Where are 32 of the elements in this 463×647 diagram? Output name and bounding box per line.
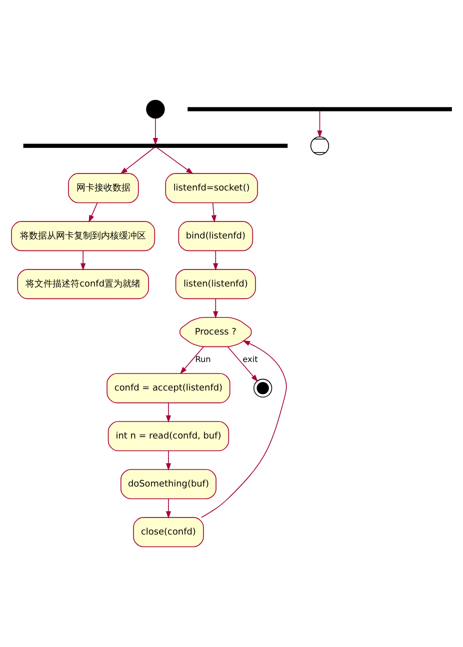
arrow: [152, 118, 158, 146]
edge-label: exit: [242, 354, 258, 364]
node-bar: [188, 107, 452, 112]
node-circle: [310, 136, 330, 156]
node-circle: [146, 100, 165, 119]
arrow: [213, 298, 218, 319]
edge-label: Run: [195, 354, 211, 364]
arrow: [166, 450, 172, 471]
node-box: close(confd): [133, 517, 204, 548]
node-circle: [253, 378, 272, 398]
node-box: 网卡接收数据: [68, 173, 139, 204]
node-box: bind(listenfd): [178, 221, 254, 252]
node-box: listenfd=socket(): [165, 173, 258, 204]
arrow: [120, 147, 155, 174]
node-box: int n = read(confd, buf): [108, 421, 230, 452]
node-box: 将文件描述符confd置为就绪: [17, 269, 149, 300]
node-box: listen(listenfd): [175, 269, 256, 300]
arrow: [180, 346, 204, 374]
node-box: confd = accept(listenfd): [106, 373, 230, 404]
arrow: [317, 110, 322, 138]
arrow: [166, 402, 172, 423]
arrow: [80, 250, 86, 271]
node-box: 将数据从网卡复制到内核缓冲区: [11, 221, 156, 252]
arrow: [156, 147, 194, 174]
arrow: [88, 202, 98, 222]
node-box: doSomething(buf): [120, 469, 216, 500]
arrow: [166, 498, 172, 519]
arrow: [227, 346, 258, 382]
node-bar: [23, 144, 288, 148]
arrow: [201, 340, 287, 518]
arrow: [213, 250, 218, 271]
arrow: [211, 202, 216, 223]
